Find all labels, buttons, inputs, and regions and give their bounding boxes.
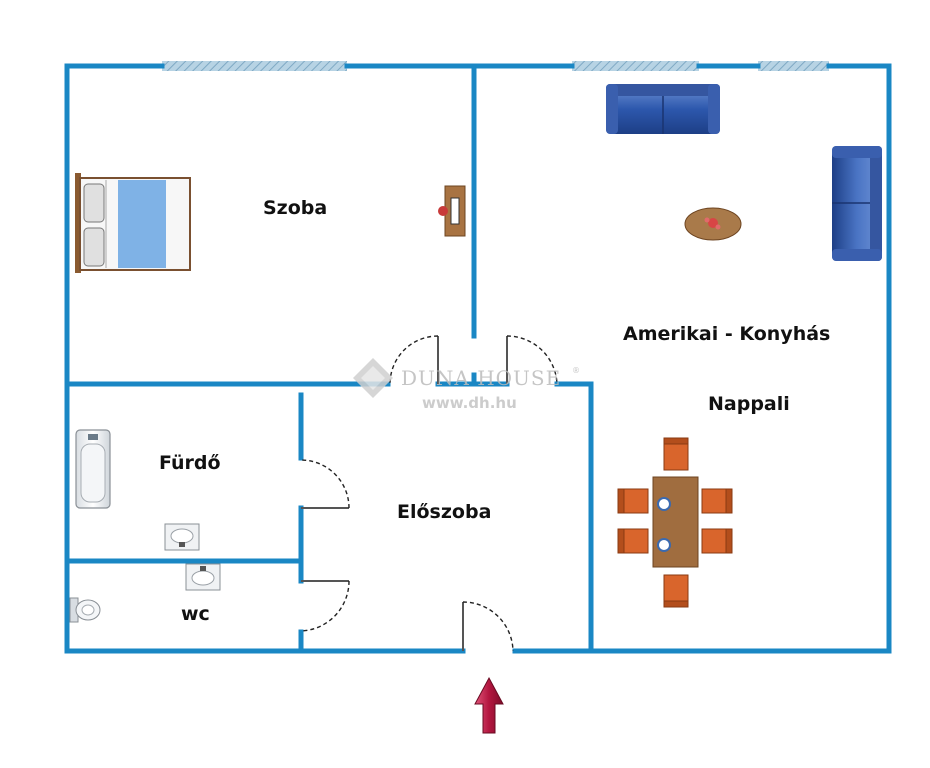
room-label-wc: wc: [181, 603, 210, 625]
sofa-icon: [606, 84, 720, 134]
chair-icon: [701, 488, 733, 514]
windows: [162, 61, 829, 71]
room-label-nappali: Nappali: [708, 393, 790, 415]
armchair-icon: [832, 146, 882, 261]
chair-icon: [701, 528, 733, 554]
room-label-szoba: Szoba: [263, 197, 327, 219]
chair-icon: [617, 488, 649, 514]
bed-icon: [75, 173, 191, 273]
sink-icon: [164, 523, 200, 551]
window-nappali-2: [758, 61, 829, 71]
chair-icon: [663, 437, 689, 471]
chair-icon: [617, 528, 649, 554]
dining-table-icon: [652, 476, 699, 568]
toilet-icon: [69, 597, 101, 623]
coffee-table-icon: [684, 207, 742, 241]
watermark-url: www.dh.hu: [422, 394, 517, 412]
door-icon[interactable]: [506, 335, 558, 385]
window-szoba: [162, 61, 347, 71]
chairs: [617, 437, 733, 608]
window-nappali-1: [572, 61, 699, 71]
chair-icon: [663, 574, 689, 608]
watermark: DUNA HOUSE ® www.dh.hu: [353, 358, 580, 412]
room-label-eloszoba: Előszoba: [397, 501, 491, 523]
door-icon[interactable]: [462, 601, 514, 652]
bathtub-icon: [75, 429, 111, 509]
doors: [300, 335, 558, 652]
logo-icon: [353, 358, 393, 398]
watermark-brand: DUNA HOUSE: [401, 366, 561, 390]
watermark-registered: ®: [572, 366, 580, 375]
room-label-furdo: Fürdő: [159, 452, 221, 474]
door-icon[interactable]: [300, 580, 350, 632]
door-icon[interactable]: [300, 459, 350, 509]
desk-icon: [438, 185, 466, 237]
room-label-konyhas: Amerikai - Konyhás: [623, 323, 830, 345]
entrance-arrow-icon: [474, 676, 504, 734]
door-icon[interactable]: [389, 335, 439, 385]
walls: [64, 63, 892, 654]
sink-icon: [185, 563, 221, 591]
